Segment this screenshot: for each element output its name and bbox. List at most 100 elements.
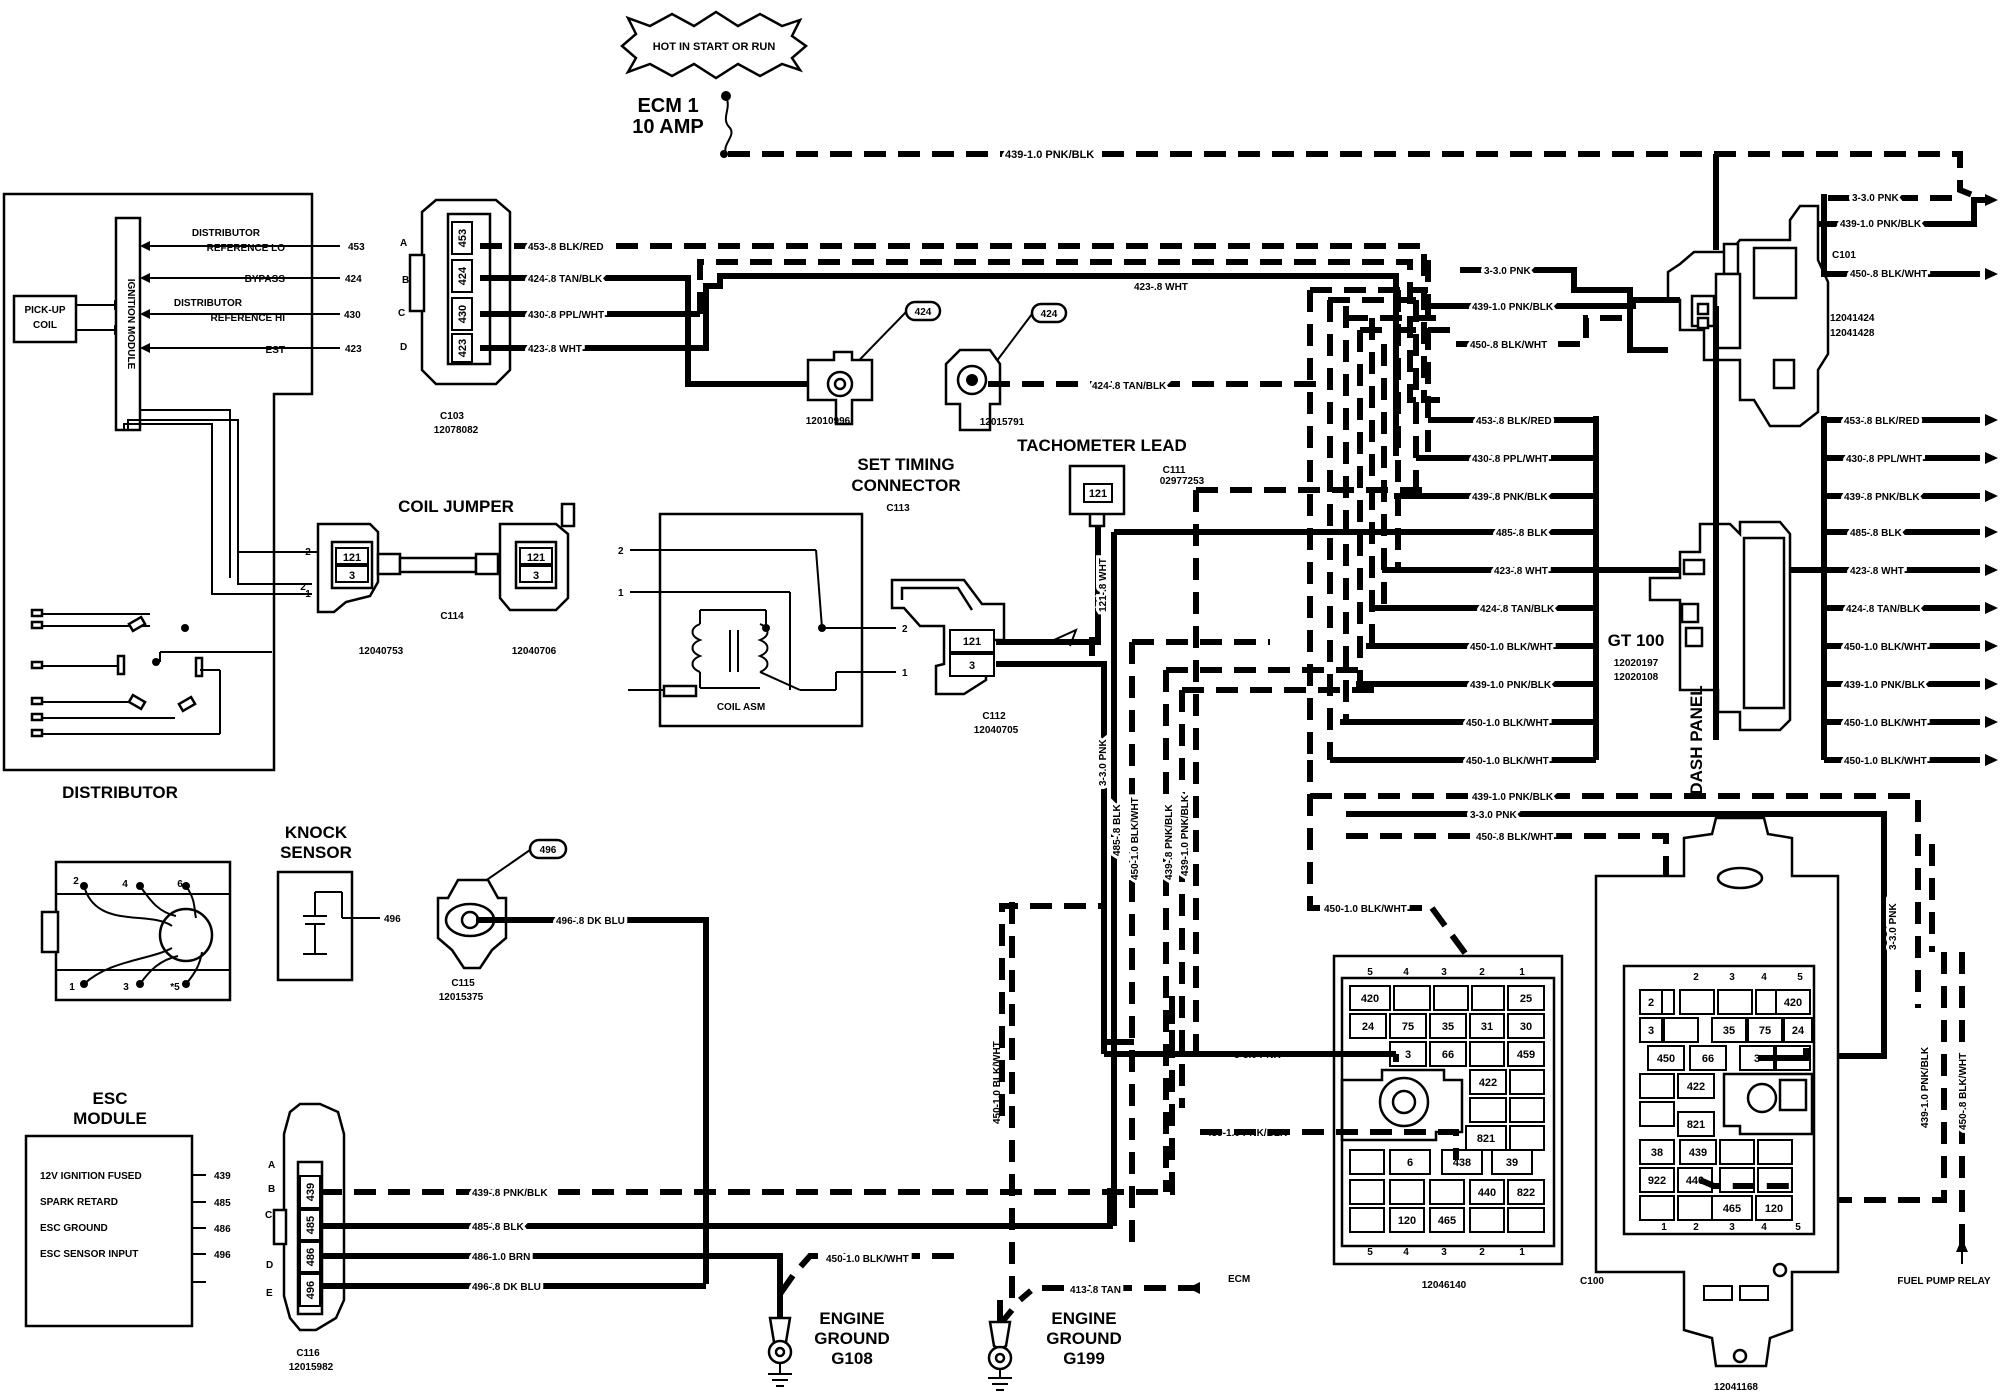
svg-text:12020108: 12020108 — [1614, 672, 1659, 683]
svg-text:C116: C116 — [296, 1348, 320, 1359]
engine-ground-g199: 413-.8 TAN ENGINE GROUND G199 — [987, 902, 1200, 1391]
svg-text:2: 2 — [1693, 972, 1699, 983]
svg-text:485: 485 — [305, 1216, 317, 1234]
svg-text:3: 3 — [1729, 1222, 1735, 1233]
svg-text:430-.8 PPL/WHT: 430-.8 PPL/WHT — [1472, 454, 1548, 465]
svg-text:C111: C111 — [1163, 465, 1186, 476]
svg-text:24: 24 — [1792, 1025, 1805, 1037]
svg-text:2: 2 — [618, 546, 624, 557]
c100-right-block: 2 3 4 5 420 2 3 35 75 24 450 66 3 422 82… — [1594, 816, 1840, 1392]
coil-assembly: 2 1 COIL ASM 2 1 — [618, 512, 908, 728]
svg-text:439-1.0 PNK/BLK: 439-1.0 PNK/BLK — [1844, 680, 1926, 691]
svg-text:423-.8 WHT: 423-.8 WHT — [528, 344, 582, 355]
svg-text:450-1.0 BLK/WHT: 450-1.0 BLK/WHT — [1470, 642, 1553, 653]
svg-text:3-3.0 PNK: 3-3.0 PNK — [1484, 266, 1531, 277]
svg-text:1: 1 — [1519, 967, 1525, 978]
c103-connector: A B C D 453 424 430 423 C103 12078082 — [398, 198, 512, 436]
ecm-arrow: ECM — [1188, 1274, 1250, 1294]
svg-text:3: 3 — [1754, 1053, 1760, 1065]
svg-text:459: 459 — [1517, 1049, 1535, 1061]
svg-text:3-3.0 PNK: 3-3.0 PNK — [1852, 193, 1899, 204]
wire-424 — [480, 275, 822, 387]
svg-text:440: 440 — [1478, 1187, 1496, 1199]
esc-module: ESC MODULE 12V IGNITION FUSED SPARK RETA… — [24, 1089, 231, 1328]
svg-text:FUEL PUMP RELAY: FUEL PUMP RELAY — [1897, 1276, 1990, 1287]
svg-text:24: 24 — [1362, 1021, 1375, 1033]
svg-text:3: 3 — [1648, 1025, 1654, 1037]
svg-text:GT 100: GT 100 — [1608, 631, 1665, 650]
gt100-connector: GT 100 12020197 12020108 DASH PANEL — [1608, 520, 1792, 795]
svg-text:4: 4 — [1403, 967, 1409, 978]
lower-harness: 439-1.0 PNK/BLK 3-3.0 PNK 450-.8 BLK/WHT… — [1200, 760, 1972, 1252]
c112-connector: 121 3 C112 12040705 — [890, 578, 1019, 736]
svg-text:3-3.0 PNK: 3-3.0 PNK — [1470, 810, 1517, 821]
svg-text:1: 1 — [618, 588, 624, 599]
top-pnk-blk-wire — [728, 151, 1977, 199]
svg-text:C: C — [398, 308, 405, 319]
svg-text:1: 1 — [1661, 1222, 1667, 1233]
svg-text:496-.8 DK BLU: 496-.8 DK BLU — [556, 916, 625, 927]
svg-text:B: B — [268, 1184, 275, 1195]
svg-text:422: 422 — [1479, 1077, 1497, 1089]
svg-text:ESC SENSOR INPUT: ESC SENSOR INPUT — [40, 1249, 138, 1260]
svg-text:450-1.0 BLK/WHT: 450-1.0 BLK/WHT — [1466, 756, 1549, 767]
svg-text:B: B — [402, 275, 409, 286]
svg-text:121: 121 — [963, 636, 981, 648]
svg-text:3: 3 — [123, 982, 129, 993]
svg-text:BYPASS: BYPASS — [245, 274, 286, 285]
svg-text:PICK-UP: PICK-UP — [24, 305, 65, 316]
ignition-module-label: IGNITION MODULE — [125, 279, 136, 370]
svg-text:821: 821 — [1687, 1119, 1705, 1131]
wire-121-c112 — [996, 632, 1101, 645]
engine-ground-g108: 450-1.0 BLK/WHT ENGINE GROUND G108 — [767, 1251, 954, 1387]
svg-text:424-.8 TAN/BLK: 424-.8 TAN/BLK — [1846, 604, 1921, 615]
svg-text:3: 3 — [969, 660, 975, 672]
svg-text:HOT IN START OR RUN: HOT IN START OR RUN — [653, 41, 776, 53]
svg-text:C113: C113 — [886, 503, 910, 514]
svg-text:REFERENCE HI: REFERENCE HI — [211, 313, 286, 324]
svg-text:496: 496 — [214, 1250, 231, 1261]
c116-connector: A B C D E 439 485 486 496 C116 12015982 — [265, 1102, 346, 1373]
svg-text:423-.8 WHT: 423-.8 WHT — [1494, 566, 1548, 577]
svg-text:424-.8 TAN/BLK: 424-.8 TAN/BLK — [1480, 604, 1555, 615]
svg-text:12041424: 12041424 — [1830, 313, 1875, 324]
svg-text:12015375: 12015375 — [439, 992, 484, 1003]
svg-text:3: 3 — [349, 570, 355, 582]
svg-text:KNOCK: KNOCK — [285, 823, 348, 842]
coil-jumper: COIL JUMPER 121 3 121 3 C114 12040753 12… — [305, 497, 576, 657]
svg-text:COIL: COIL — [33, 320, 57, 331]
svg-text:450-.8 BLK/WHT: 450-.8 BLK/WHT — [1850, 269, 1927, 280]
svg-text:453-.8 BLK/RED: 453-.8 BLK/RED — [528, 242, 604, 253]
svg-text:450-1.0 BLK/WHT: 450-1.0 BLK/WHT — [1324, 904, 1407, 915]
svg-text:75: 75 — [1759, 1025, 1771, 1037]
svg-text:66: 66 — [1702, 1053, 1714, 1065]
svg-text:439-.8 PNK/BLK: 439-.8 PNK/BLK — [1472, 492, 1548, 503]
svg-text:450-1.0 BLK/WHT: 450-1.0 BLK/WHT — [1844, 756, 1927, 767]
svg-text:30: 30 — [1520, 1021, 1532, 1033]
svg-text:453-.8 BLK/RED: 453-.8 BLK/RED — [1844, 416, 1920, 427]
svg-text:821: 821 — [1477, 1133, 1495, 1145]
svg-text:6: 6 — [1407, 1157, 1413, 1169]
svg-text:ECM 1: ECM 1 — [637, 95, 698, 117]
wire-496-knock — [476, 917, 709, 1284]
distributor-signals: DISTRIBUTOR REFERENCE LO 453 BYPASS 424 … — [140, 228, 365, 356]
svg-text:485-.8 BLK: 485-.8 BLK — [1112, 804, 1123, 856]
svg-text:486: 486 — [214, 1224, 231, 1235]
svg-text:486: 486 — [305, 1248, 317, 1266]
svg-text:SENSOR: SENSOR — [280, 843, 352, 862]
top-wire-label: 439-1.0 PNK/BLK — [1005, 149, 1094, 161]
fuel-pump-relay: FUEL PUMP RELAY — [1897, 1238, 1991, 1287]
svg-text:121: 121 — [343, 552, 361, 564]
svg-text:439-1.0 PNK/BLK: 439-1.0 PNK/BLK — [1840, 219, 1922, 230]
svg-text:EST: EST — [266, 345, 285, 356]
svg-text:3: 3 — [1441, 967, 1447, 978]
svg-text:2: 2 — [902, 624, 908, 635]
c101-connector: C101 12041424 12041428 — [1666, 204, 1875, 428]
svg-text:423: 423 — [345, 344, 362, 355]
svg-text:ECM: ECM — [1228, 1274, 1250, 1285]
distributor: PICK-UP COIL IGNITION MODULE DISTRIBUTOR… — [2, 192, 365, 772]
svg-text:DASH PANEL: DASH PANEL — [1687, 685, 1706, 794]
svg-text:D: D — [266, 1260, 273, 1271]
svg-text:453: 453 — [457, 229, 469, 247]
svg-text:496: 496 — [540, 845, 557, 856]
